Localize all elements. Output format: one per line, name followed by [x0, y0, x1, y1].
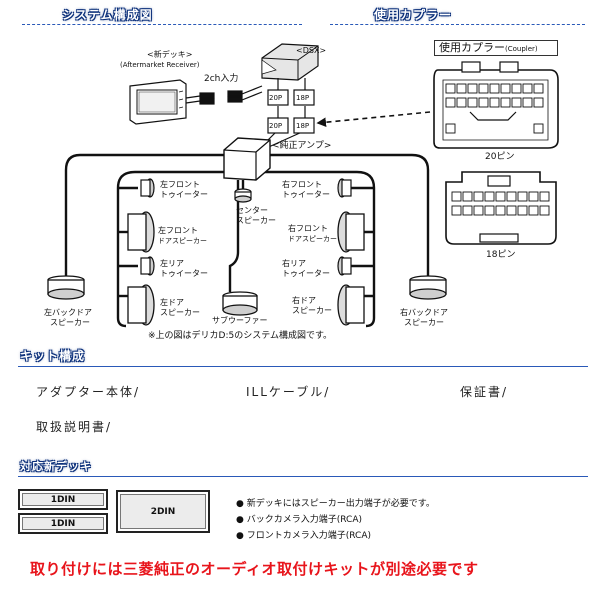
coupler-arrow [316, 111, 431, 127]
label-center-speaker: センタースピーカー [236, 206, 276, 225]
kit-item-warranty: 保証書/ [460, 385, 509, 399]
coupler-18pin-cells [451, 191, 550, 216]
label-right-front-tweeter: 右フロントトゥイーター [282, 180, 330, 199]
label-subwoofer: サブウーファー [212, 316, 268, 325]
system-diagram [47, 43, 559, 328]
subwoofer-speaker [222, 291, 258, 316]
pin-connector-boxes [267, 89, 315, 134]
system-note: ※上の図はデリカD:5のシステム構成図です。 [148, 331, 333, 341]
kit-item-manual: 取扱説明書/ [36, 420, 113, 434]
tweeter-left-front [140, 178, 155, 198]
pin-18p-label-top: 18P [296, 94, 310, 102]
deck-requirement-1: ● 新デッキにはスピーカー出力端子が必要です。 [236, 499, 435, 509]
door-speaker-right-front [337, 211, 365, 253]
label-left-front-door: 左フロントドアスピーカー [158, 226, 207, 245]
door-speaker-left-front [127, 211, 155, 253]
label-right-rear-tweeter: 右リアトゥイーター [282, 259, 330, 278]
input-2ch-label: 2ch入力 [204, 74, 239, 84]
new-deck-sublabel: (Aftermarket Receiver) [120, 61, 200, 69]
deck-2din: 2DIN [116, 490, 210, 533]
pin-20p-label-top: 20P [269, 94, 283, 102]
tweeter-right-front [337, 178, 352, 198]
kit-item-ill-cable: ILLケーブル/ [246, 385, 331, 399]
oem-amplifier [223, 137, 271, 181]
label-right-front-door: 右フロントドアスピーカー [288, 224, 337, 243]
coupler-18pin-label: 18ピン [486, 250, 516, 260]
label-left-front-tweeter: 左フロントトゥイーター [160, 180, 208, 199]
new-deck-unit [129, 79, 187, 125]
coupler-20pin-cells [445, 83, 544, 134]
oem-amp-label: <純正アンプ> [272, 141, 332, 151]
tweeter-right-rear [337, 256, 352, 276]
back-door-speaker-right [409, 275, 447, 300]
new-deck-label: <新デッキ> [147, 50, 193, 59]
label-right-back-door: 右バックドアスピーカー [400, 308, 448, 327]
tweeter-left-rear [140, 256, 155, 276]
dsx-module [261, 43, 319, 81]
header-divider-left [22, 24, 302, 25]
deck-requirement-3: ● フロントカメラ入力端子(RCA) [236, 531, 371, 541]
coupler-20pin-label: 20ピン [485, 152, 515, 162]
coupler-box-title: 使用カプラー(Coupler) [434, 40, 558, 56]
label-left-back-door: 左バックドアスピーカー [44, 308, 92, 327]
rca-cables [185, 85, 263, 105]
door-speaker-left [127, 284, 155, 326]
deck-1din-top: 1DIN [18, 489, 108, 510]
deck-requirement-2: ● バックカメラ入力端子(RCA) [236, 515, 362, 525]
installation-kit-notice: 取り付けには三菱純正のオーディオ取付けキットが別途必要です [30, 560, 479, 578]
decks-divider [18, 476, 588, 477]
door-speaker-right [337, 284, 365, 326]
center-speaker [234, 188, 252, 203]
label-left-rear-tweeter: 左リアトゥイーター [160, 259, 208, 278]
kit-title: キット構成 [20, 349, 86, 363]
deck-1din-bottom: 1DIN [18, 513, 108, 534]
header-divider-right [330, 24, 585, 25]
back-door-speaker-left [47, 275, 85, 300]
harness-wires [64, 153, 430, 328]
compatible-decks-title: 対応新デッキ [20, 460, 92, 473]
pin-18p-label-bottom: 18P [296, 122, 310, 130]
coupler-header-title: 使用カプラー [374, 8, 453, 22]
pin-20p-label-bottom: 20P [269, 122, 283, 130]
label-left-door: 左ドアスピーカー [160, 298, 200, 317]
kit-divider [18, 366, 588, 367]
system-diagram-title: システム構成図 [62, 8, 153, 22]
label-right-door: 右ドアスピーカー [292, 296, 332, 315]
dsx-label: <DSX> [296, 46, 327, 55]
kit-item-adapter: アダプター本体/ [36, 385, 141, 399]
